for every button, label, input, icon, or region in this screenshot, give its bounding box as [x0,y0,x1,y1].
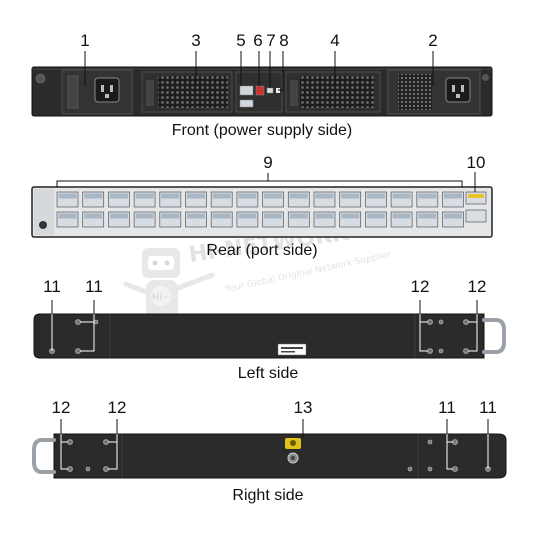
rear-port-latch [366,213,385,219]
rear-view [31,186,493,238]
management-port-5 [239,85,254,96]
callout-right-12a: 12 [52,398,71,417]
warning-label-icon [277,343,307,356]
callout-front-4: 4 [330,31,339,50]
caption-front: Front (power supply side) [172,122,353,139]
rear-port-latch [238,213,257,219]
front-callouts [84,51,434,91]
rear-port-group [56,191,464,228]
callout-right-13: 13 [294,398,313,417]
rear-port-latch [135,193,154,199]
rear-port-latch [418,193,437,199]
usb-port-7 [266,87,274,94]
callout-right-11a: 11 [438,398,456,417]
mascot-icon [123,248,215,320]
callout-left-11a: 11 [43,277,61,296]
right-chassis [53,433,507,479]
rear-port-latch [264,193,283,199]
rear-port-latch [392,193,411,199]
rear-port-latch [58,193,77,199]
callout-front-2: 2 [428,31,437,50]
rear-port-latch [341,213,360,219]
fan-module-1 [141,71,233,113]
rear-port-latch [289,193,308,199]
rear-port-latch [212,193,231,199]
rear-port-latch [444,193,462,199]
console-port-6 [255,85,265,96]
rear-port-latch [315,213,334,219]
callout-left-12a: 12 [411,277,430,296]
rear-port-latch [238,193,257,199]
callout-front-5: 5 [236,31,245,50]
rear-port-latch [212,213,231,219]
rear-port-latch [109,193,128,199]
rear-port-latch [84,193,103,199]
rear-port-latch [315,193,334,199]
callout-front-8: 8 [279,31,288,50]
rear-port-latch [109,213,128,219]
callout-left-12b: 12 [468,277,487,296]
rear-port-latch [418,213,437,219]
caption-right: Right side [232,487,303,504]
fan-module-2 [285,71,381,113]
power-supply-1 [35,69,133,115]
rear-port-latch [366,193,385,199]
caption-rear: Rear (port side) [206,242,317,259]
callout-front-6: 6 [253,31,262,50]
fan-grille-icon [300,76,374,108]
left-side-view [33,313,506,359]
right-side-view [32,433,507,479]
callout-rear-10: 10 [467,153,486,172]
callout-front-7: 7 [266,31,275,50]
rear-port-latch [289,213,308,219]
callout-front-1: 1 [80,31,89,50]
callout-right-12b: 12 [108,398,127,417]
callout-left-11b: 11 [85,277,103,296]
rear-port-latch [341,193,360,199]
callout-front-3: 3 [191,31,200,50]
callout-right-11b: 11 [479,398,497,417]
rear-port-latch [392,213,411,219]
ground-screw-icon [285,438,301,464]
rear-port-latch [58,213,77,219]
handle-icon [482,318,506,354]
front-view [31,66,493,117]
caption-left: Left side [238,365,299,382]
rear-port-latch [161,193,180,199]
rear-port-latch [135,213,154,219]
power-socket-icon [445,77,471,103]
rear-port-latch [161,213,180,219]
rear-right-port-block [465,191,487,223]
power-socket-icon [94,77,120,103]
rear-port-latch [187,193,205,199]
fan-grille-icon [158,76,228,108]
rear-port-latch [264,213,283,219]
left-mounting-holes [49,319,469,354]
rear-port-latch [84,213,103,219]
handle-icon [32,438,56,474]
callout-rear-9: 9 [263,153,272,172]
rear-port-latch [187,213,205,219]
power-supply-2 [387,69,489,115]
left-callouts [51,300,478,352]
fan-grille-icon [398,74,432,110]
left-chassis [33,313,485,359]
right-callouts [60,419,489,470]
rear-port-latch [444,213,462,219]
rear-callouts [56,172,476,192]
watermark-mascot-badge: Hi~ [152,293,170,303]
